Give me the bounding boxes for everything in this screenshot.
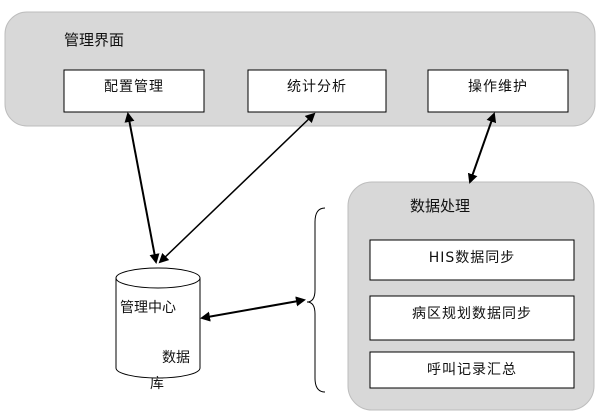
his-sync-label: HIS数据同步 — [428, 250, 516, 266]
curly-brace — [306, 207, 326, 393]
arrow-statistics-database — [158, 112, 316, 264]
operation-maintenance-box — [427, 69, 569, 113]
database-cylinder — [115, 267, 201, 379]
ward-sync-box — [369, 295, 575, 341]
statistics-analysis-box — [247, 69, 387, 113]
database-sublabel-1: 数据 — [162, 350, 190, 366]
database-label: 管理中心 — [120, 300, 176, 316]
config-management-box — [63, 69, 205, 113]
his-sync-box — [369, 239, 575, 281]
call-record-box — [369, 351, 575, 389]
config-management-label: 配置管理 — [104, 79, 164, 95]
arrow-operation-processing — [467, 112, 497, 184]
arrow-database-processing — [200, 296, 306, 322]
operation-maintenance-label: 操作维护 — [468, 79, 528, 95]
arrow-config-database — [124, 112, 160, 264]
database-sublabel-2: 库 — [150, 376, 164, 392]
ward-sync-label: 病区规划数据同步 — [412, 306, 532, 322]
management-title: 管理界面 — [64, 31, 125, 49]
data-processing-title: 数据处理 — [410, 197, 471, 215]
statistics-analysis-label: 统计分析 — [287, 79, 347, 95]
call-record-label: 呼叫记录汇总 — [427, 362, 517, 378]
